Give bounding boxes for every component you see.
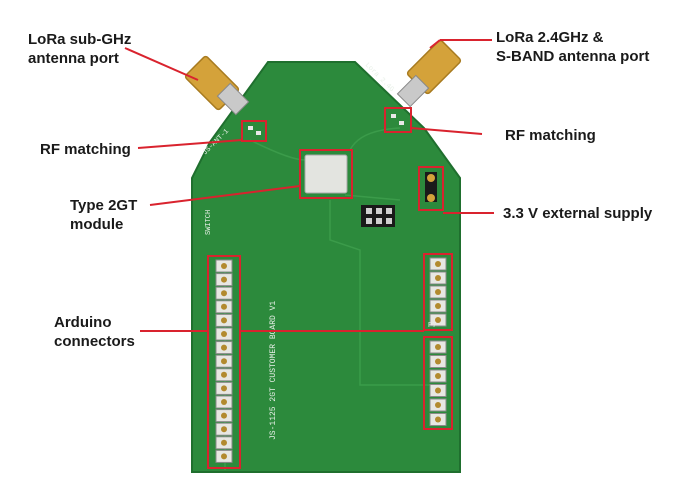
header-pin-hole [435,373,441,379]
label-rf-matching-left-text: RF matching [40,141,131,158]
arduino-left-box [207,255,241,469]
label-lora-subghz: LoRa sub-GHz antenna port [28,30,131,68]
label-module-line2: module [70,216,124,233]
label-rf-matching-left: RF matching [40,140,131,159]
label-lora-24: LoRa 2.4GHz & S-BAND antenna port [496,28,649,66]
header-pin-hole [435,387,441,394]
ext-supply-box [418,166,444,211]
header-pin-hole [221,399,227,405]
header-pin-hole [221,290,227,297]
header-pin-hole [221,371,227,378]
header-pin-hole [435,344,441,350]
header-pin-hole [221,331,227,337]
label-lora-subghz-line2: antenna port [28,50,119,67]
rf-matching-right-box [384,107,412,133]
header-pin-hole [221,426,227,433]
arduino-left-header [215,259,233,463]
silkscreen-connector: P7 [428,322,436,330]
header-pin-hole [221,453,227,460]
header-pin-hole [435,416,441,423]
module-box [299,149,353,199]
header-pin-hole [221,385,227,392]
header-pin-hole [221,276,227,283]
label-arduino: Arduino connectors [54,313,135,351]
header-pin-hole [221,317,227,324]
header-pin-hole [221,439,227,446]
header-pin-hole [435,275,441,281]
arduino-right-header [429,257,447,426]
switch-header [361,205,395,227]
header-pin-hole [221,303,227,310]
label-module-line1: Type 2GT [70,197,138,214]
label-ext-supply-text: 3.3 V external supply [503,205,653,222]
silkscreen-board-name: JS-1125 2GT CUSTOMER BOARD V1 [269,301,278,440]
left-sma-connector [184,55,250,116]
label-ext-supply: 3.3 V external supply [503,204,652,223]
label-rf-matching-right: RF matching [505,126,596,145]
label-module: Type 2GT module [70,196,137,234]
module-2gt [304,154,348,194]
rf-matching-left-box [241,120,267,142]
label-arduino-line1: Arduino [54,314,112,331]
header-pin-hole [435,261,441,267]
header-pin-hole [221,344,227,351]
callout-lines [124,39,494,332]
label-lora-24-line1: LoRa 2.4GHz & [496,29,604,46]
header-pin-hole [221,263,227,269]
arduino-right-box-top [423,253,453,331]
silkscreen-switch: SWITCH [205,210,213,235]
header-pin-hole [435,289,441,295]
header-pin-hole [435,402,441,408]
label-arduino-line2: connectors [54,333,135,350]
header-pin-hole [435,317,441,323]
header-pin-hole [221,358,227,365]
header-pin-hole [221,412,227,419]
arduino-right-box-bottom [423,336,453,430]
right-sma-connector [396,39,462,108]
header-pin-hole [435,358,441,365]
header-pin-hole [435,303,441,309]
label-rf-matching-right-text: RF matching [505,127,596,144]
label-lora-24-line2: S-BAND antenna port [496,48,650,65]
pcb-board [191,61,461,473]
label-lora-subghz-line1: LoRa sub-GHz [28,31,132,48]
